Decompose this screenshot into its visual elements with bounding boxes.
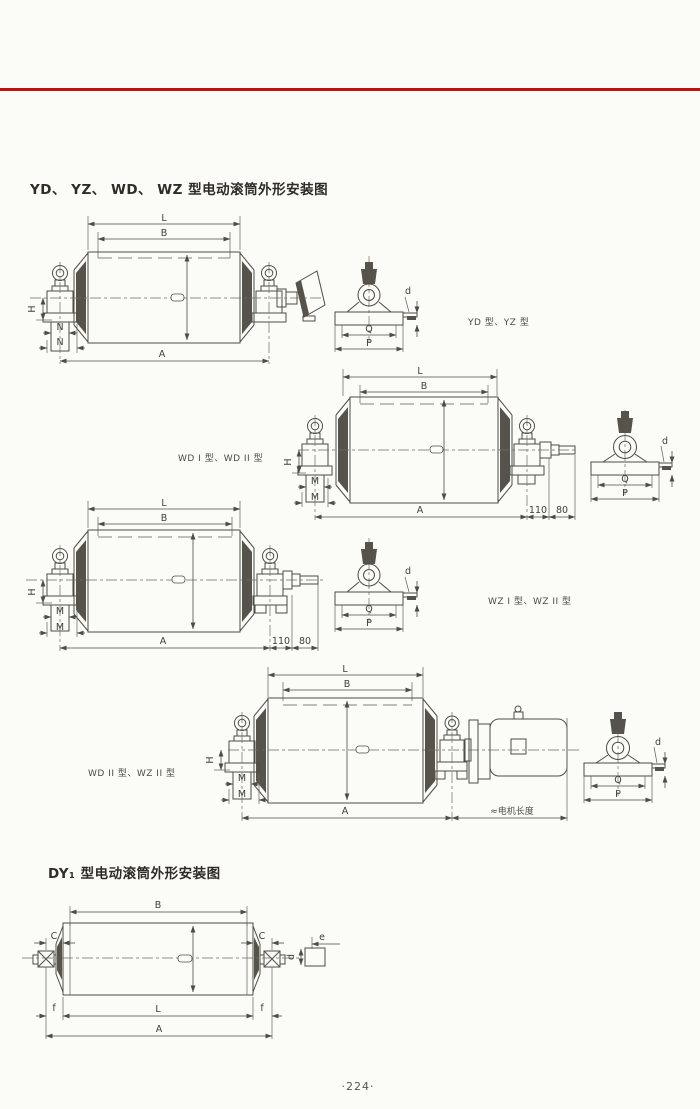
row1-dim-d: d [405, 286, 411, 297]
row4-dim-M2: M [238, 789, 246, 800]
row4-dim-P: P [615, 789, 621, 800]
dy1-dim-L: L [155, 1004, 161, 1015]
section1-title: YD、 YZ、 WD、 WZ 型电动滚筒外形安装图 [29, 181, 328, 198]
row1-drum-drawing: L B H N N A [27, 213, 326, 364]
row1-dim-N2: N [56, 337, 63, 348]
row4-motor-length-label: ≈电机长度 [490, 805, 534, 817]
row4-dim-A: A [342, 806, 349, 817]
row2-dim-L: L [417, 366, 423, 377]
row4-type-label: WD II 型、WZ II 型 [88, 768, 175, 779]
page-number: ·224· [342, 1080, 375, 1093]
row2-dim-A: A [417, 505, 424, 516]
dy1-dim-C-right: C [259, 931, 266, 942]
row4-drum-drawing: L B H M M A ≈电机长度 [205, 664, 580, 821]
row1-dim-A: A [159, 349, 166, 360]
row1-dim-Q: Q [365, 324, 372, 335]
row2-dim-Q: Q [621, 474, 628, 485]
row2-dim-80: 80 [556, 505, 568, 516]
row1-dim-H: H [27, 305, 38, 312]
row3-dim-110: 110 [272, 636, 290, 647]
row2-dim-d: d [662, 436, 668, 447]
row4-dim-M1: M [238, 773, 246, 784]
dy1-dim-e: e [319, 932, 325, 943]
row2-dim-H: H [283, 458, 294, 465]
row3-dim-M1: M [56, 606, 64, 617]
row1-dim-P: P [366, 338, 372, 349]
row1-pillow-block-detail: d Q P [334, 256, 420, 352]
row1-dim-N1: N [56, 322, 63, 333]
row4-dim-L: L [342, 664, 348, 675]
red-divider-rule [0, 88, 700, 91]
row1-dim-B: B [161, 228, 168, 239]
dy1-dim-f-left: f [52, 1003, 56, 1014]
row1-type-label: YD 型、YZ 型 [467, 317, 529, 328]
row3-pillow-block-detail: d Q P [334, 538, 420, 632]
row3-dim-A: A [160, 636, 167, 647]
row3-dim-H: H [27, 588, 38, 595]
row3-dim-P: P [366, 618, 372, 629]
row4-dim-d: d [655, 737, 661, 748]
row4-pillow-block-detail: d Q P [583, 712, 668, 803]
dy1-dim-f-right: f [260, 1003, 264, 1014]
row2-dim-M2: M [311, 492, 319, 503]
row2-dim-P: P [622, 488, 628, 499]
dy1-dim-C-left: C [51, 931, 58, 942]
dy1-dim-A: A [156, 1024, 163, 1035]
row3-dim-M2: M [56, 622, 64, 633]
row2-drum-drawing: L B H M M A 110 80 [283, 366, 578, 520]
dy1-dim-d: d [286, 954, 297, 960]
section2-title: DY₁ 型电动滚筒外形安装图 [48, 865, 221, 882]
row3-dim-80: 80 [299, 636, 311, 647]
row3-dim-Q: Q [365, 604, 372, 615]
row3-drum-drawing: L B H M M A 110 80 [26, 498, 324, 651]
row2-dim-M1: M [311, 476, 319, 487]
row2-type-label: WD I 型、WD II 型 [178, 453, 263, 464]
row4-dim-H: H [205, 756, 216, 763]
dy1-drum-drawing: B C C e d f f L A [22, 900, 340, 1039]
row3-dim-B: B [161, 513, 168, 524]
row3-dim-d: d [405, 566, 411, 577]
row2-dim-B: B [421, 381, 428, 392]
dy1-dim-B: B [155, 900, 162, 911]
row1-dim-L: L [161, 213, 167, 224]
row3-type-label: WZ I 型、WZ II 型 [488, 596, 572, 607]
row2-pillow-block-detail: d Q P [590, 410, 675, 502]
row4-dim-B: B [344, 679, 351, 690]
row2-dim-110: 110 [529, 505, 547, 516]
row3-dim-L: L [161, 498, 167, 509]
row4-dim-Q: Q [614, 775, 621, 786]
